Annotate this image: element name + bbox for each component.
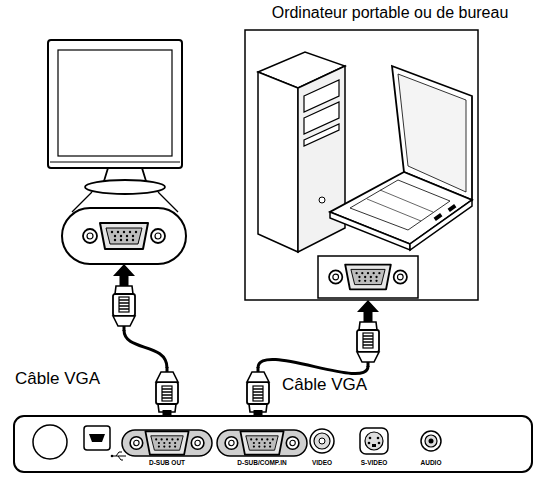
- connector-panel-part: [421, 431, 441, 451]
- vga-cable-part: [357, 322, 379, 367]
- connector-panel-part: [84, 426, 110, 450]
- monitor-part: [85, 180, 165, 194]
- connector-panel-part: [372, 444, 376, 447]
- vga-cable: [113, 264, 178, 432]
- monitor-part: [83, 223, 165, 249]
- vga-cable: [247, 300, 379, 432]
- computer-picture-part: [330, 172, 472, 244]
- computer-picture: [245, 30, 478, 300]
- vga-cable-part: [124, 330, 167, 368]
- connector-panel-part: [360, 428, 388, 454]
- connector-panel-part: [369, 437, 372, 440]
- picture-heading: Ordinateur portable ou de bureau: [272, 4, 509, 22]
- port-label: D-SUB/COMP.IN: [237, 459, 286, 466]
- computer-picture-part: [318, 256, 418, 298]
- computer-picture-part: [367, 199, 421, 221]
- monitor: [48, 40, 186, 264]
- connector-panel-part: [319, 438, 325, 444]
- cable-label: Câble VGA: [15, 370, 100, 389]
- picture-frame: Ordinateur portable ou de bureau: [272, 4, 509, 22]
- computer-picture-part: [298, 66, 345, 252]
- computer-picture-part: [350, 180, 450, 230]
- cable-label: Câble VGA: [282, 376, 367, 395]
- connector-panel-part: [89, 434, 105, 442]
- connector-panel-part: [111, 455, 114, 458]
- vga-cable-part: [247, 367, 269, 412]
- connector-panel-part: [429, 439, 434, 444]
- computer-picture-part: [448, 204, 457, 212]
- computer-picture-part: [380, 190, 433, 212]
- port-label: AUDIO: [421, 459, 442, 466]
- port-label: VIDEO: [312, 459, 332, 466]
- connector-panel: [14, 416, 532, 472]
- vga-cable-part: [113, 286, 135, 331]
- monitor-part: [62, 208, 186, 264]
- computer-picture-part: [245, 30, 478, 300]
- connector-panel-part: [225, 431, 299, 454]
- connector-panel-part: [217, 430, 307, 456]
- vga-cable-part: [357, 300, 379, 322]
- monitor-part: [50, 162, 180, 163]
- connector-panel-part: [14, 416, 532, 472]
- port-label: S-VIDEO: [361, 459, 388, 466]
- connector-panel-part: [378, 442, 381, 445]
- connector-panel-part: [314, 433, 330, 449]
- computer-picture-part: [319, 197, 325, 203]
- connector-panel-part: [377, 437, 380, 440]
- computer-picture-part: [258, 72, 298, 252]
- monitor-part: [58, 50, 172, 156]
- vga-cable-part: [156, 367, 178, 412]
- computer-picture-part: [329, 265, 407, 290]
- computer-picture-part: [304, 124, 339, 146]
- connector-panel-part: [130, 431, 204, 454]
- connector-panel-part: [33, 425, 67, 459]
- connector-panel-part: [310, 429, 334, 453]
- computer-picture-part: [434, 213, 443, 221]
- connector-panel-part: [122, 430, 212, 456]
- connector-panel-part: [425, 435, 437, 447]
- monitor-part: [48, 40, 182, 168]
- vga-cable-part: [258, 359, 368, 373]
- vga-cable-part: [113, 264, 135, 286]
- connector-panel-part: [365, 432, 383, 450]
- connector-panel-part: [368, 442, 371, 445]
- port-label: D-SUB OUT: [149, 459, 185, 466]
- connector-panel-part: [112, 452, 126, 460]
- monitor-part: [104, 168, 146, 181]
